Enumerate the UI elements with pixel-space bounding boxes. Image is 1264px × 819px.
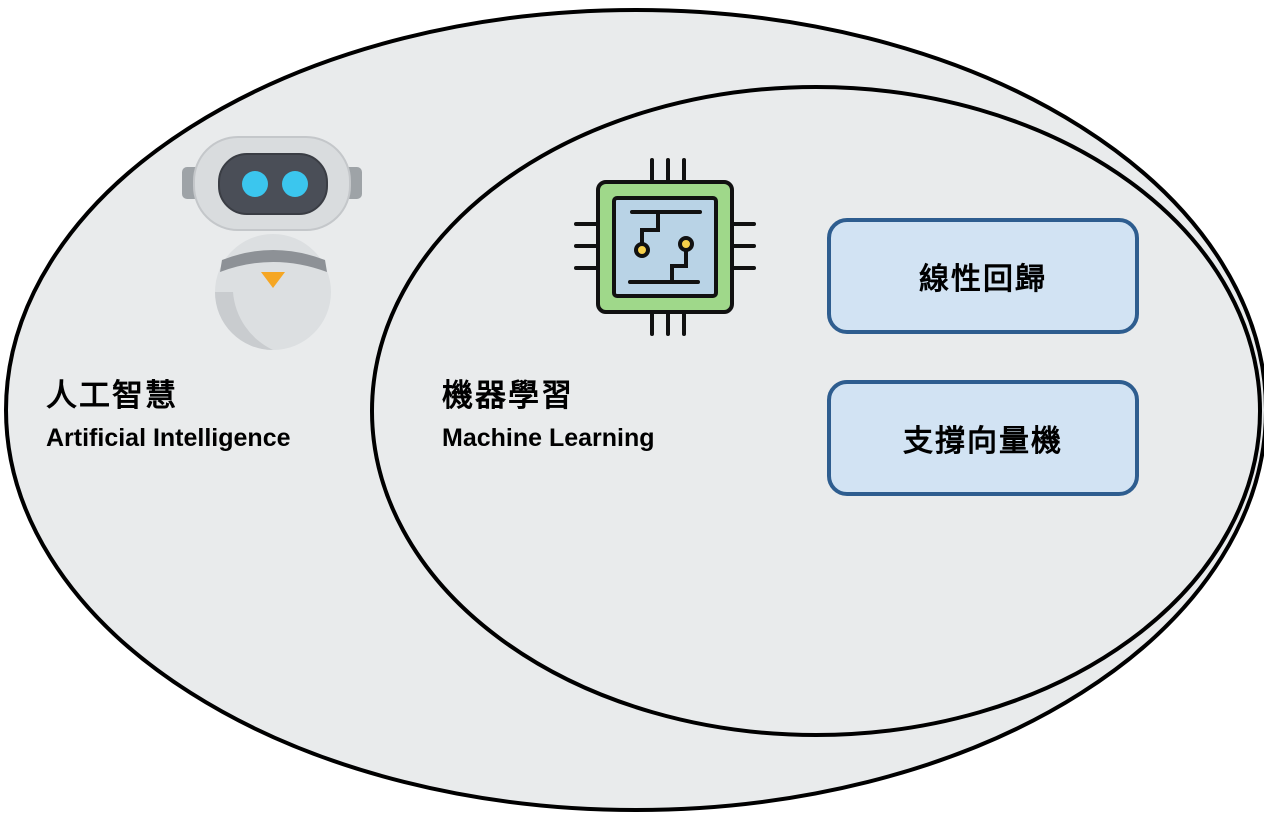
- robot-eye-right: [282, 171, 308, 197]
- robot-icon: [182, 136, 362, 350]
- ml-title-en: Machine Learning: [442, 424, 655, 452]
- algorithm-box-svm[interactable]: 支撐向量機: [827, 380, 1139, 496]
- ai-title-zh: 人工智慧: [46, 378, 178, 414]
- ai-title-en: Artificial Intelligence: [46, 424, 291, 452]
- robot-eye-left: [242, 171, 268, 197]
- algorithm-label: 支撐向量機: [903, 424, 1063, 459]
- ml-title-zh: 機器學習: [442, 378, 574, 414]
- algorithm-box-linear-regression[interactable]: 線性回歸: [827, 218, 1139, 334]
- algorithm-label: 線性回歸: [919, 262, 1047, 297]
- cpu-chip-icon: [574, 158, 756, 336]
